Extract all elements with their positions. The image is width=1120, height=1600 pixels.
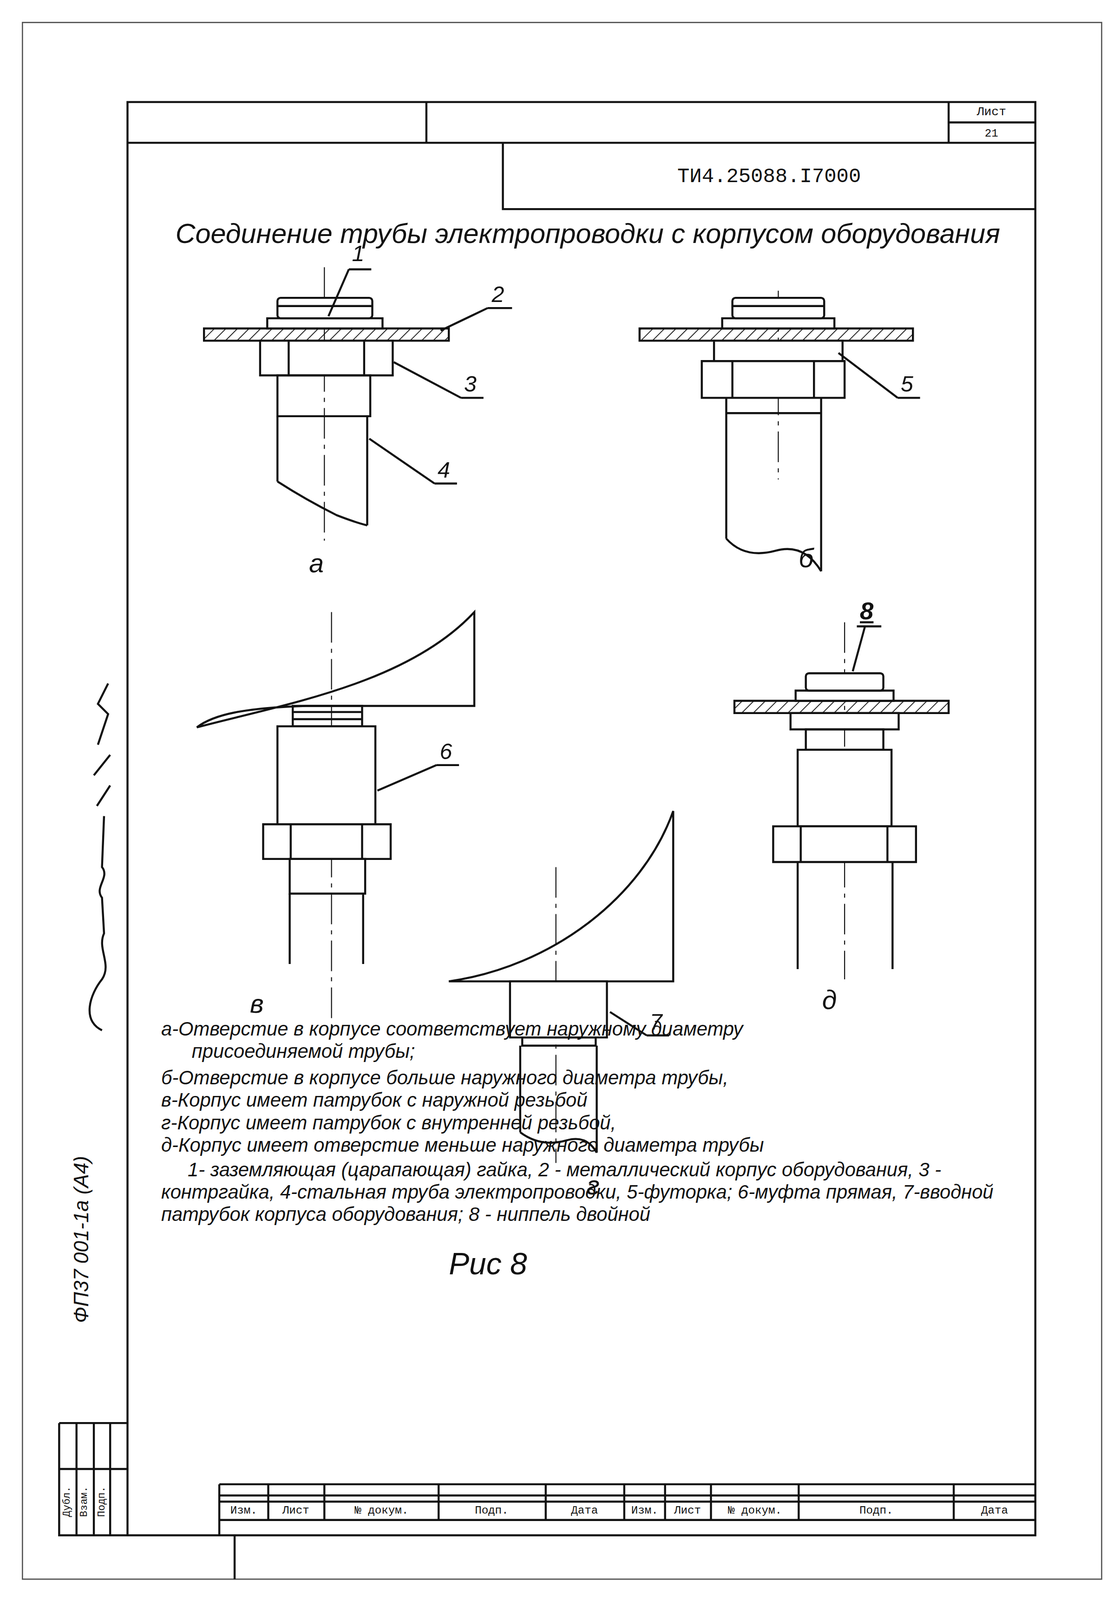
variant-b-assembly-part [726, 360, 821, 413]
stamp-cell: Изм. [230, 1504, 258, 1518]
variant-a-assembly-part [440, 307, 513, 331]
variant-a-assembly-part [369, 438, 458, 484]
stamp-cell: Подп. [474, 1504, 509, 1518]
stamp-cell: Изм. [631, 1504, 659, 1518]
variant-a-assembly-part [328, 269, 372, 317]
variant-b-assembly-part [732, 297, 825, 319]
stamp-cell: Лист [674, 1504, 701, 1518]
variant-v-assembly-part [289, 893, 364, 965]
sheet-frame-part [234, 1535, 236, 1579]
variant-a-assembly [203, 269, 512, 526]
variant-d-assembly-part [734, 700, 949, 714]
signature [89, 683, 111, 1031]
sheet-number: 21 [984, 127, 999, 141]
variant-b-assembly-part [713, 340, 843, 361]
variant-d-assembly [734, 626, 949, 970]
variant-v-assembly-part [289, 858, 366, 894]
stamp-cell: Дата [570, 1504, 598, 1518]
sheet-frame-part [219, 1484, 1036, 1536]
variant-v-assembly-part [196, 611, 475, 728]
variant-a-assembly-part [393, 362, 484, 399]
variant-note: б-Отверстие в корпусе больше наружного д… [161, 1067, 1039, 1090]
variant-d-assembly-part [852, 626, 882, 672]
signature-part [89, 683, 111, 1031]
variant-letter: а [308, 548, 324, 580]
callout-number: 3 [464, 371, 477, 398]
variant-a-assembly-part [288, 340, 364, 376]
variant-letter: б [798, 543, 814, 575]
variant-b-assembly [639, 297, 921, 571]
variant-d-assembly-part [797, 861, 893, 970]
document-code: ТИ4.25088.I7000 [677, 164, 861, 189]
sheet-frame [22, 22, 1102, 1579]
variant-v-assembly-part [290, 824, 363, 859]
variant-a-assembly-part [277, 297, 373, 319]
side-stamp-label: Подп. [96, 1486, 108, 1517]
variant-v-assembly-part [263, 824, 391, 859]
stamp-cell: № докум. [727, 1504, 782, 1518]
figure-caption: Рис 8 [448, 1246, 527, 1282]
variant-a-assembly-part [277, 375, 371, 417]
variant-d-assembly-part [805, 729, 884, 750]
variant-d-assembly-part [797, 749, 892, 827]
form-code: ФП37 001-1а (А4) [69, 1155, 94, 1324]
variant-letter: д [822, 985, 838, 1016]
callout-number: 6 [439, 738, 452, 765]
side-stamp-label: Взам. [78, 1486, 91, 1517]
drawing-title: Соединение трубы электропроводки с корпу… [175, 218, 1001, 250]
variant-b-assembly-part [722, 318, 835, 329]
side-stamp-label: Дубл. [61, 1486, 73, 1517]
variant-note: д-Корпус имеет отверстие меньше наружног… [161, 1134, 1039, 1157]
variant-letter: в [249, 989, 264, 1021]
variant-a-assembly-part [277, 305, 373, 307]
variant-v-assembly-part [377, 765, 459, 791]
variant-d-assembly-part [805, 673, 884, 691]
sheet-frame-part [58, 1422, 128, 1536]
stamp-cell: Лист [282, 1504, 310, 1518]
variant-b-assembly-part [639, 328, 913, 341]
variant-v-assembly [196, 611, 475, 964]
callout-number: 4 [437, 457, 451, 484]
sheet-frame-part [22, 22, 1102, 1579]
variant-d-assembly-part [800, 826, 888, 863]
sheet-frame-part [127, 102, 1035, 1536]
variant-a-assembly-part [260, 340, 393, 376]
variant-d-assembly-part [772, 826, 916, 863]
variant-b-assembly-part [732, 305, 825, 307]
stamp-cell: № докум. [354, 1504, 409, 1518]
parts-list: 1- заземляющая (царапающая) гайка, 2 - м… [161, 1158, 1031, 1226]
variant-b-assembly-part [701, 360, 845, 398]
variant-a-assembly-part [277, 416, 367, 526]
variant-note: г-Корпус имеет патрубок с внутренней рез… [161, 1111, 1039, 1134]
callout-number: 5 [900, 371, 914, 398]
variant-v-assembly-part [292, 706, 362, 727]
variant-note: в-Корпус имеет патрубок с наружной резьб… [161, 1089, 1039, 1112]
variant-d-assembly-part [795, 690, 894, 701]
stamp-cell: Дата [981, 1504, 1009, 1518]
callout-number: 8 [859, 596, 874, 626]
sheet-label: Лист [976, 106, 1007, 121]
sheet-frame-part [268, 1484, 954, 1520]
variant-g-assembly-part [448, 811, 674, 982]
variant-a-assembly-part [267, 318, 383, 329]
callout-number: 2 [491, 281, 505, 308]
variant-v-assembly-part [292, 712, 362, 720]
variant-v-assembly-part [277, 726, 376, 825]
variant-note: а-Отверстие в корпусе соответствует нару… [161, 1017, 845, 1063]
stamp-cell: Подп. [859, 1504, 893, 1518]
variant-a-assembly-part [203, 328, 449, 341]
variant-b-assembly-part [838, 353, 921, 399]
sheet-frame-part [127, 102, 1035, 210]
variant-d-assembly-part [790, 713, 899, 730]
